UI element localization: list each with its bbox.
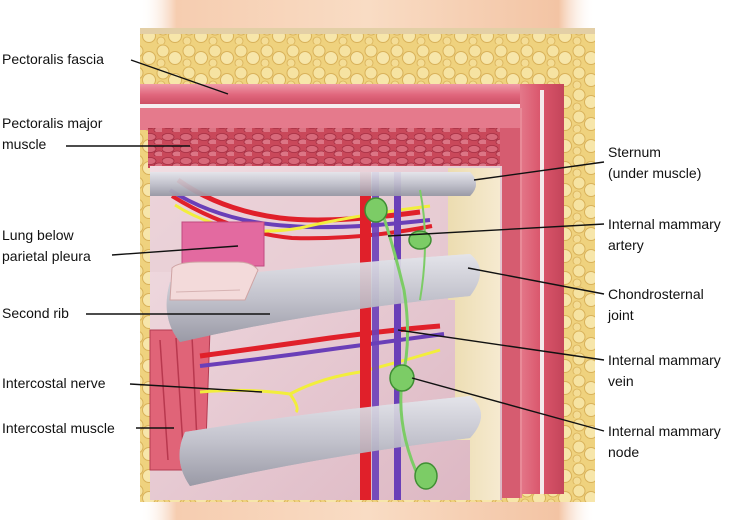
label-internal-mammary-artery: Internal mammary artery	[608, 214, 721, 256]
label-pectoralis-major: Pectoralis major muscle	[2, 113, 102, 155]
label-line: artery	[608, 237, 644, 253]
label-internal-mammary-vein: Internal mammary vein	[608, 350, 721, 392]
label-line: parietal pleura	[2, 248, 91, 264]
label-intercostal-muscle: Intercostal muscle	[2, 418, 115, 439]
label-line: Intercostal muscle	[2, 420, 115, 436]
label-line: joint	[608, 307, 634, 323]
leader-lines	[66, 59, 605, 432]
label-line: Intercostal nerve	[2, 375, 106, 391]
pectoralis-fascia-band	[140, 84, 560, 106]
label-line: Internal mammary	[608, 352, 721, 368]
label-line: Sternum	[608, 144, 661, 160]
label-pectoralis-fascia: Pectoralis fascia	[2, 49, 104, 70]
pleura-flap	[169, 261, 259, 301]
label-sternum: Sternum (under muscle)	[608, 142, 701, 184]
label-intercostal-nerve: Intercostal nerve	[2, 373, 106, 394]
label-line: (under muscle)	[608, 165, 702, 181]
internal-mammary-vein	[394, 172, 401, 500]
label-second-rib: Second rib	[2, 303, 69, 324]
label-line: Second rib	[2, 305, 69, 321]
label-line: Pectoralis fascia	[2, 51, 104, 67]
internal-mammary-artery	[360, 172, 371, 500]
label-line: node	[608, 444, 640, 460]
lung-window	[181, 221, 265, 267]
pectoralis-major-muscle	[148, 128, 504, 168]
label-line: muscle	[2, 136, 47, 152]
label-line: Internal mammary	[608, 216, 721, 232]
label-line: vein	[608, 373, 634, 389]
label-lung: Lung below parietal pleura	[2, 225, 91, 267]
label-line: Pectoralis major	[2, 115, 103, 131]
label-line: Internal mammary	[608, 423, 721, 439]
label-line: Lung below	[2, 227, 74, 243]
label-line: Chondrosternal	[608, 286, 704, 302]
label-chondrosternal-joint: Chondrosternal joint	[608, 284, 704, 326]
internal-mammary-node	[389, 364, 415, 392]
label-internal-mammary-node: Internal mammary node	[608, 421, 721, 463]
